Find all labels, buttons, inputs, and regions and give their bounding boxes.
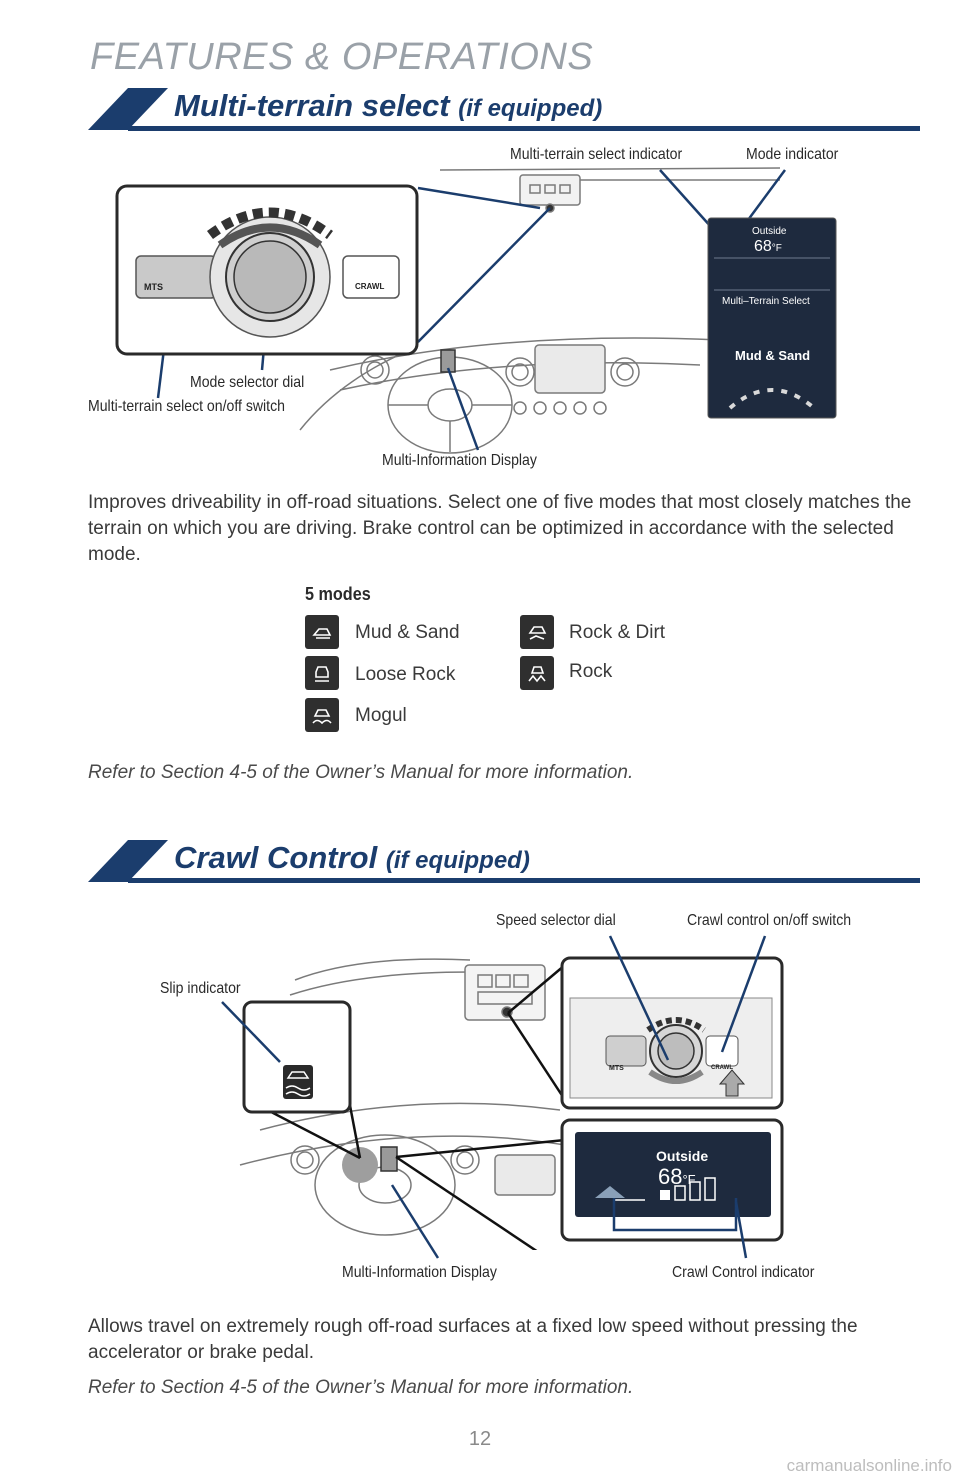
callout-slip-indicator: Slip indicator (160, 980, 241, 997)
section-bar-graphic (88, 840, 920, 883)
mts-illustration (115, 167, 837, 454)
mid-temperature: 68°F (754, 238, 782, 256)
mts-title-text: Multi-terrain select (174, 88, 450, 123)
watermark: carmanualsonline.info (786, 1456, 952, 1475)
crawl-mid-outside: Outside (656, 1148, 709, 1164)
mts-button-label: MTS (144, 282, 163, 292)
mode-rock-dirt: Rock & Dirt (569, 622, 666, 643)
crawl-panel-crawl-label: CRAWL (711, 1065, 733, 1071)
crawl-mid-temp: 68°F (658, 1164, 696, 1190)
crawl-temp-value: 68 (658, 1164, 683, 1189)
mts-note: Refer to Section 4-5 of the Owner’s Manu… (88, 762, 634, 783)
mid-temp-value: 68 (754, 238, 772, 255)
rock-dirt-icon (520, 615, 554, 649)
callout-mode-selector-dial: Mode selector dial (190, 374, 305, 391)
section-bar-graphic (88, 88, 920, 131)
crawl-description: Allows travel on extremely rough off-roa… (88, 1316, 858, 1363)
crawl-title-text: Crawl Control (174, 840, 378, 875)
mode-mud-sand: Mud & Sand (355, 622, 460, 643)
mode-mogul: Mogul (355, 705, 407, 726)
callout-mts-indicator: Multi-terrain select indicator (510, 146, 683, 163)
crawl-section-header: Crawl Control (if equipped) (88, 840, 920, 886)
mid-menu-title: Multi–Terrain Select (722, 296, 810, 307)
callout-crawl-indicator: Crawl Control indicator (672, 1264, 815, 1281)
mts-title-suffix: (if equipped) (458, 95, 603, 122)
callout-crawl-mid: Multi-Information Display (342, 1264, 497, 1281)
modes-heading: 5 modes (305, 584, 371, 604)
crawl-temp-unit: °F (682, 1172, 696, 1187)
mts-section-header: Multi-terrain select (if equipped) (88, 88, 920, 134)
callout-speed-dial: Speed selector dial (496, 912, 616, 929)
crawl-button-label: CRAWL (355, 282, 385, 291)
page-header: FEATURES & OPERATIONS (90, 36, 594, 78)
page-number: 12 (468, 1428, 492, 1450)
mid-temp-unit: °F (771, 243, 782, 254)
rock-icon (520, 656, 554, 690)
mode-loose-rock: Loose Rock (355, 664, 456, 685)
mud-sand-icon (305, 615, 339, 649)
crawl-section-title: Crawl Control (if equipped) (174, 840, 530, 876)
loose-rock-icon (305, 656, 339, 690)
crawl-illustration (239, 956, 784, 1250)
callout-crawl-switch: Crawl control on/off switch (687, 912, 852, 929)
crawl-panel-mts-label: MTS (609, 1065, 624, 1072)
mid-mode-name: Mud & Sand (735, 348, 811, 363)
callout-mts-switch: Multi-terrain select on/off switch (88, 398, 285, 415)
crawl-title-suffix: (if equipped) (385, 847, 530, 874)
callout-mode-indicator: Mode indicator (746, 146, 839, 163)
mts-description: Improves driveability in off-road situat… (88, 492, 912, 565)
callout-mid: Multi-Information Display (382, 452, 537, 469)
mode-rock: Rock (569, 661, 613, 682)
mid-outside-label: Outside (752, 226, 787, 237)
crawl-note: Refer to Section 4-5 of the Owner’s Manu… (88, 1377, 634, 1398)
mogul-icon (305, 698, 339, 732)
mts-section-title: Multi-terrain select (if equipped) (174, 88, 602, 124)
